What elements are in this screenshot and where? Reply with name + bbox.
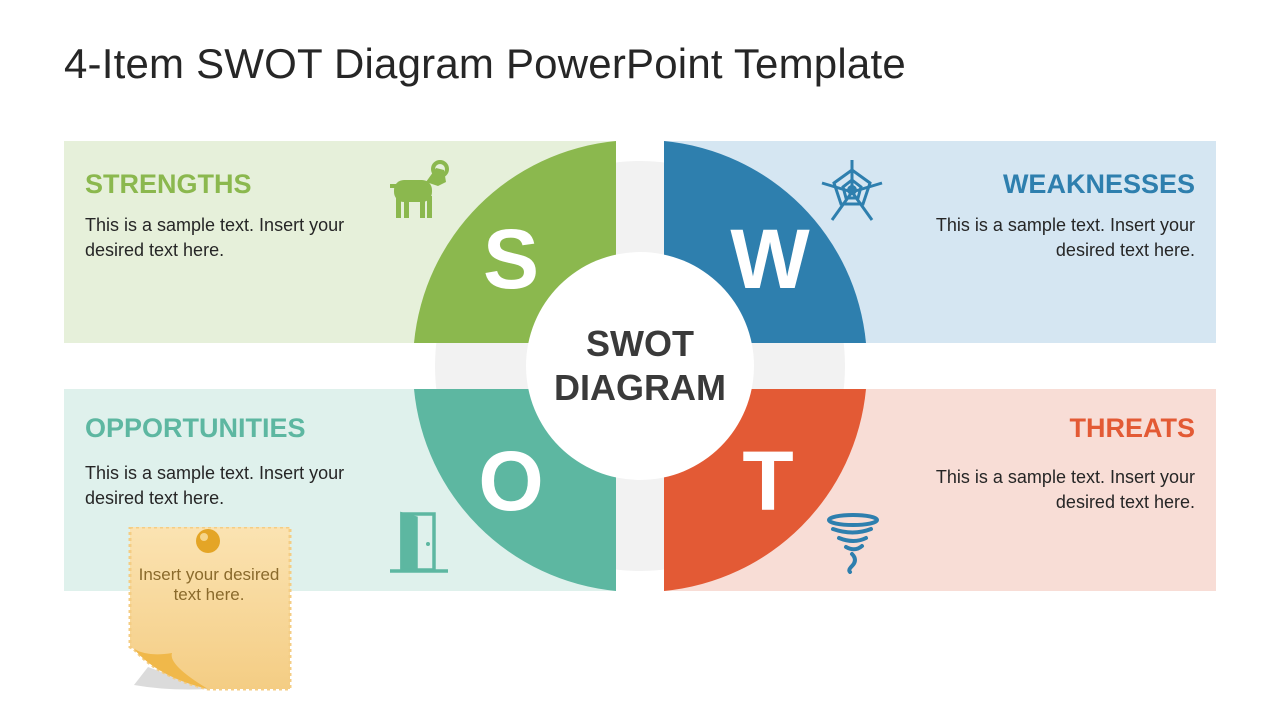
weaknesses-heading: WEAKNESSES <box>1002 169 1195 199</box>
threats-text: This is a sample text. Insert your desir… <box>935 467 1195 512</box>
opportunities-letter: O <box>478 434 543 528</box>
strengths-heading: STRENGTHS <box>85 169 252 199</box>
sticky-note-text: Insert your desired text here. <box>138 565 280 604</box>
tornado-icon <box>827 513 879 574</box>
open-door-icon <box>390 511 448 573</box>
weaknesses-text: This is a sample text. Insert your desir… <box>935 215 1195 260</box>
center-label: SWOT DIAGRAM <box>526 322 754 410</box>
slide-title: 4-Item SWOT Diagram PowerPoint Template <box>64 40 906 87</box>
strengths-text: This is a sample text. Insert your desir… <box>85 215 345 260</box>
strengths-letter: S <box>483 212 539 306</box>
ram-icon <box>390 160 449 218</box>
center-label-line2: DIAGRAM <box>554 367 726 408</box>
threats-letter: T <box>742 434 793 528</box>
center-label-line1: SWOT <box>586 323 694 364</box>
weaknesses-letter: W <box>730 212 810 306</box>
threats-heading: THREATS <box>1069 413 1196 443</box>
opportunities-heading: OPPORTUNITIES <box>85 413 306 443</box>
sticky-note <box>128 527 292 691</box>
opportunities-text: This is a sample text. Insert your desir… <box>85 463 345 508</box>
spider-web-icon <box>821 160 883 221</box>
center-circle <box>526 252 754 480</box>
